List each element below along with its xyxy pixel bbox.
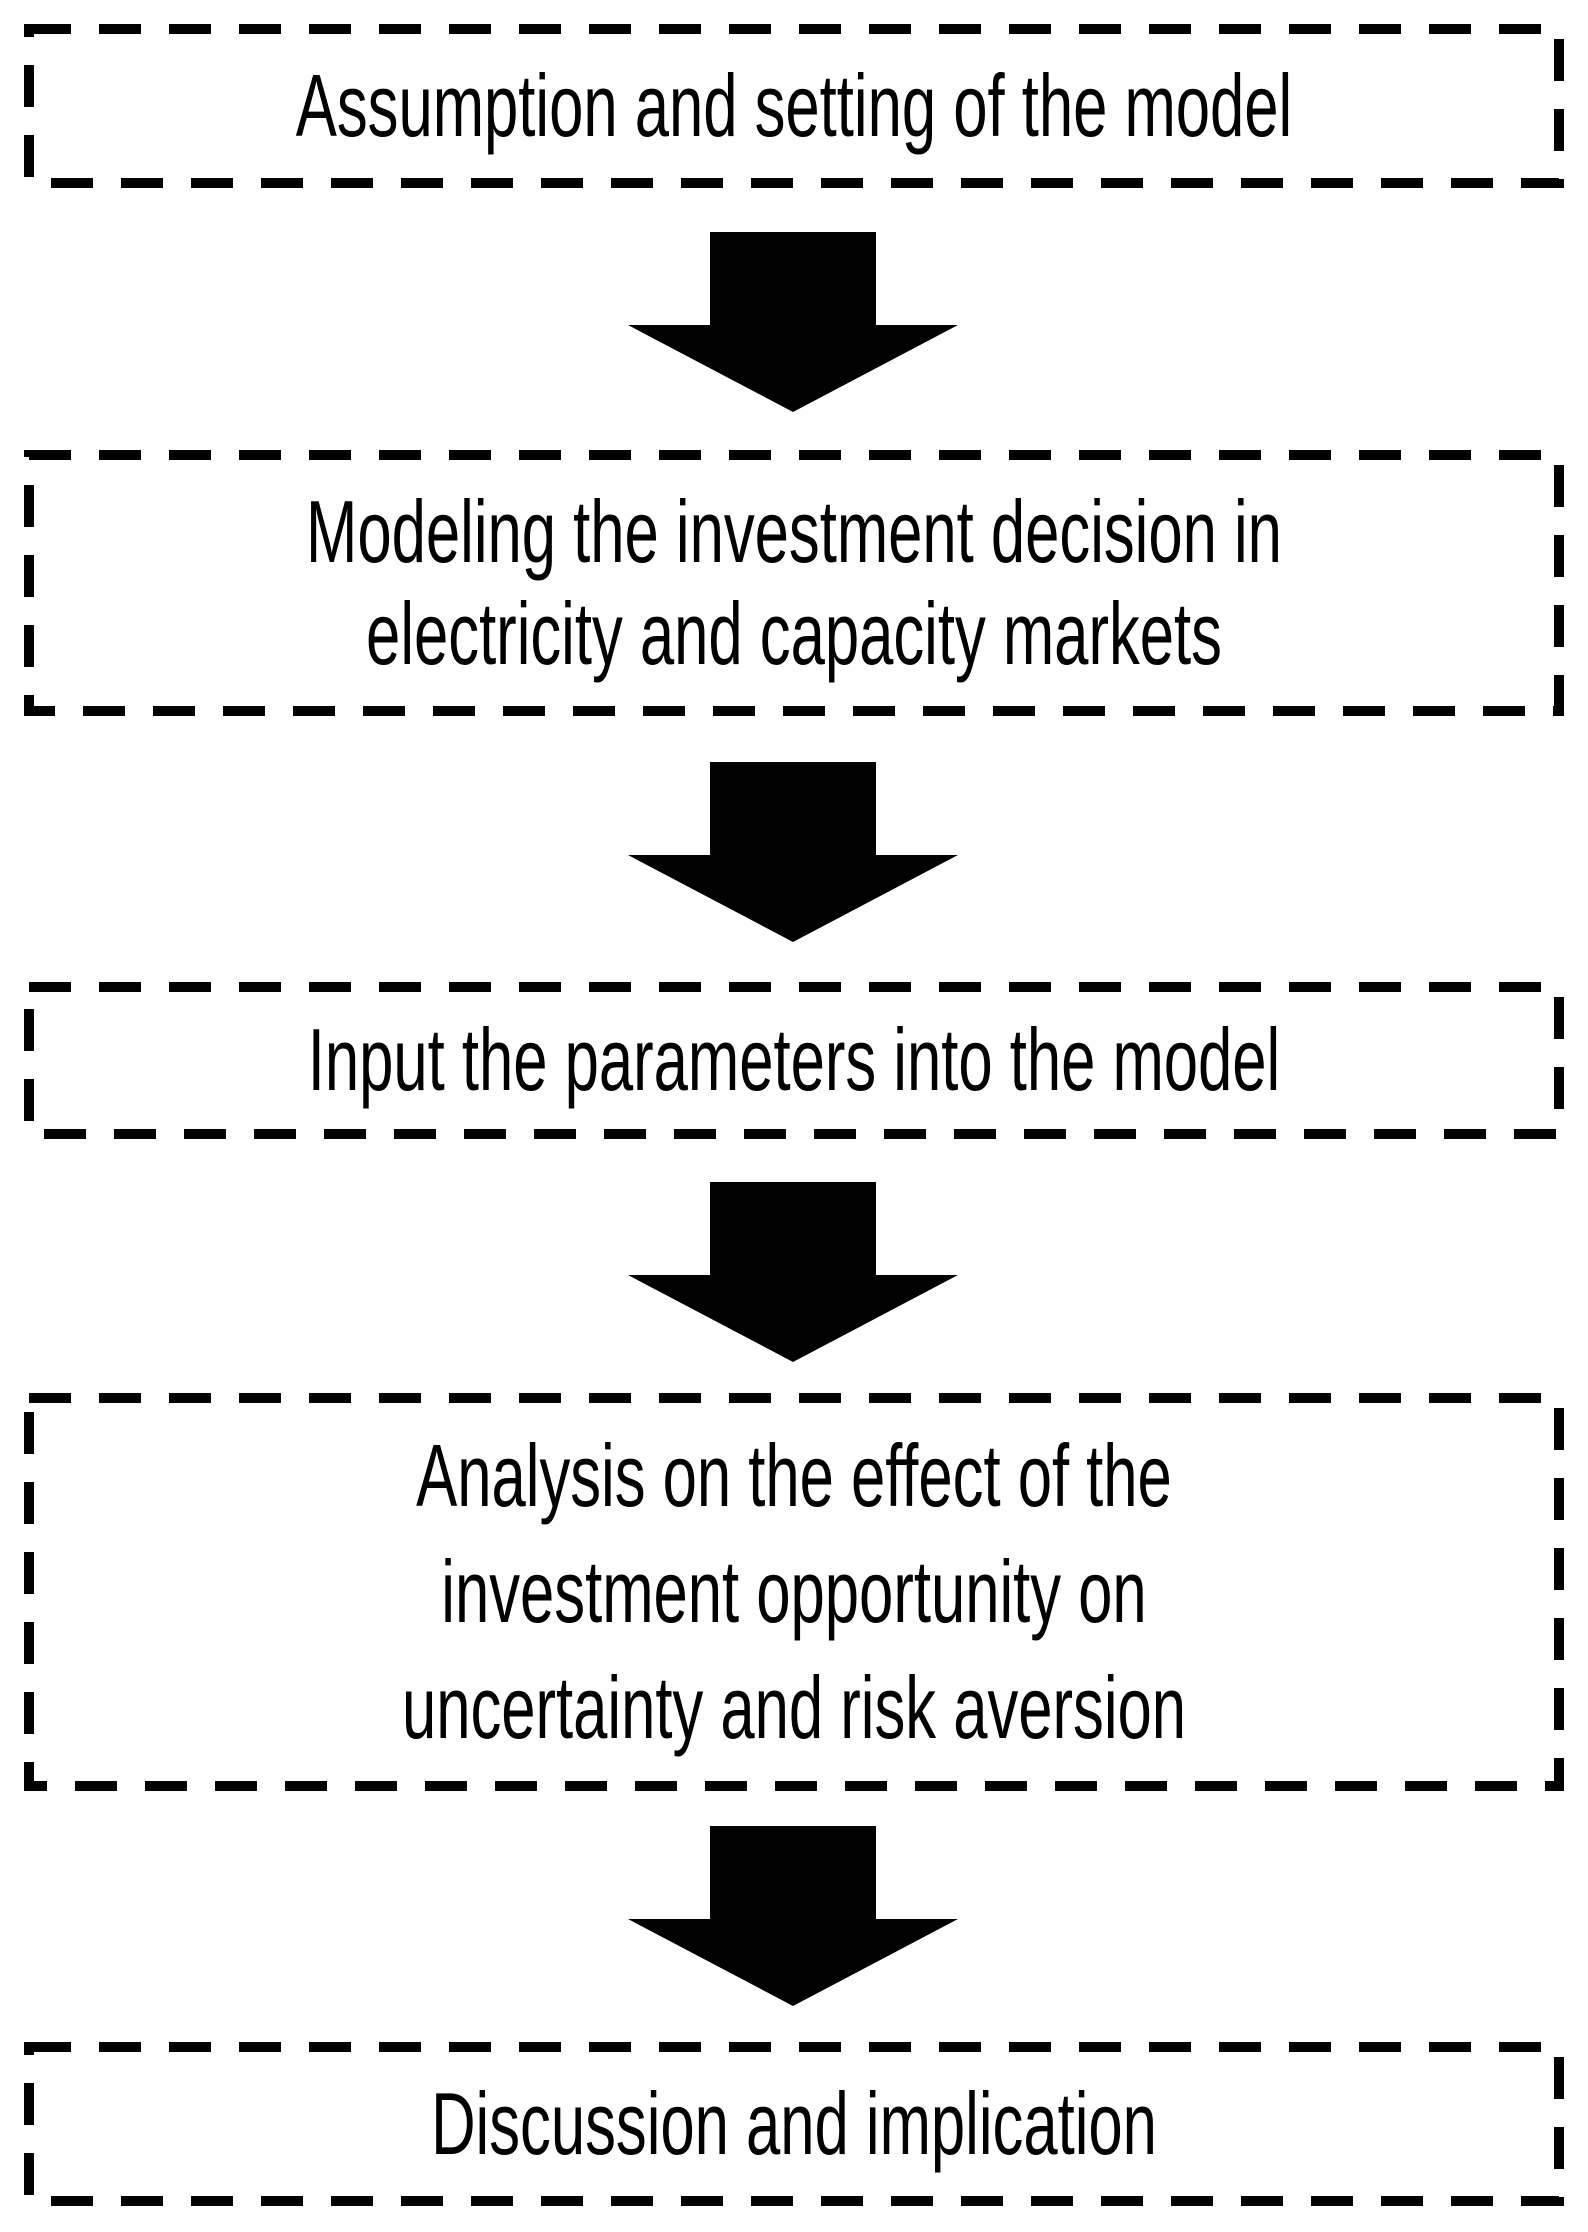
analysis-effect-label: Analysis on the effect of the investment… bbox=[401, 1425, 1187, 1758]
down-arrow-shape bbox=[628, 232, 958, 412]
discussion-and-implication-label: Discussion and implication bbox=[431, 2073, 1157, 2173]
down-arrow-icon bbox=[628, 232, 958, 412]
down-arrow-icon bbox=[628, 762, 958, 942]
down-arrow-icon bbox=[628, 1182, 958, 1362]
down-arrow-shape bbox=[628, 1182, 958, 1362]
discussion-and-implication-box[interactable]: Discussion and implication bbox=[24, 2042, 1564, 2206]
down-arrow-shape bbox=[628, 1826, 958, 2006]
assumption-and-setting-label: Assumption and setting of the model bbox=[295, 55, 1293, 155]
assumption-and-setting-box[interactable]: Assumption and setting of the model bbox=[24, 24, 1564, 188]
analysis-effect-box[interactable]: Analysis on the effect of the investment… bbox=[24, 1393, 1564, 1791]
input-parameters-label: Input the parameters into the model bbox=[307, 1010, 1281, 1110]
modeling-investment-decision-box[interactable]: Modeling the investment decision in elec… bbox=[24, 450, 1564, 716]
modeling-investment-decision-label: Modeling the investment decision in elec… bbox=[306, 481, 1282, 683]
down-arrow-shape bbox=[628, 762, 958, 942]
input-parameters-box[interactable]: Input the parameters into the model bbox=[24, 982, 1564, 1139]
down-arrow-icon bbox=[628, 1826, 958, 2006]
